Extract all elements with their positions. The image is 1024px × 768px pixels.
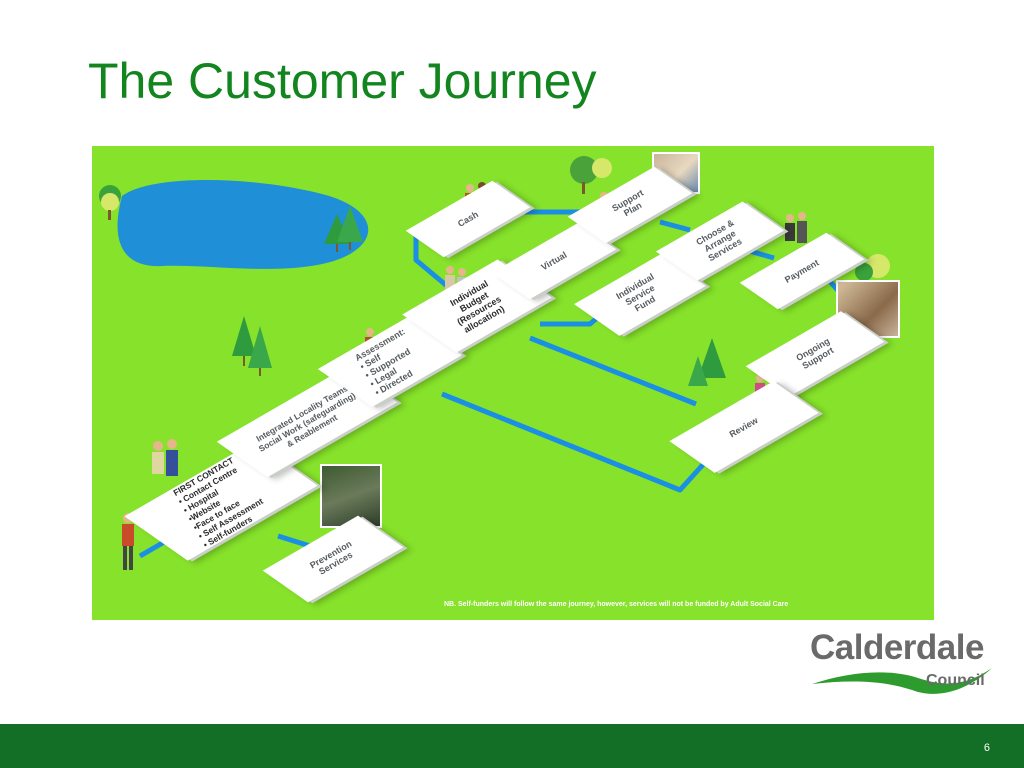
- step-prevention-services-label: Prevention Services: [307, 538, 355, 577]
- step-payment-label: Payment: [783, 257, 821, 285]
- lake: [117, 180, 369, 269]
- tree-group-lake-right: [324, 206, 363, 252]
- arrow-review-to-budget: [529, 335, 697, 407]
- step-support-plan-label: Support Plan: [610, 187, 645, 219]
- step-individual-budget-label: Individual Budget (Resources allocation): [448, 278, 507, 335]
- tree-group-right: [688, 254, 890, 386]
- arrow-support-plan-to-choose: [659, 219, 691, 233]
- footer-bar: 6: [0, 724, 1024, 768]
- step-individual-service-fund-label: Individual Service Fund: [614, 271, 658, 314]
- step-virtual-label: Virtual: [539, 249, 569, 273]
- person-figure-payment: [785, 212, 807, 243]
- step-review-label: Review: [728, 414, 760, 440]
- slide-title: The Customer Journey: [88, 53, 597, 109]
- self-funders-note: NB. Self-funders will follow the same jo…: [444, 601, 789, 608]
- tree-group-mid-left: [232, 316, 272, 376]
- logo-swoosh: [812, 668, 992, 694]
- tree-group-top: [570, 156, 612, 194]
- customer-journey-diagram: FIRST CONTACT • Contact Centre • Hospita…: [92, 146, 934, 620]
- tree-group-lake-left: [99, 185, 121, 220]
- page-number: 6: [983, 742, 990, 754]
- person-figure-elderly-couple: [152, 439, 178, 476]
- arrow-first-contact-to-prevention: [277, 533, 311, 549]
- logo-main-text: Calderdale: [810, 628, 984, 667]
- calderdale-logo: Calderdale Council: [808, 628, 998, 708]
- photo-prevention: [320, 464, 382, 528]
- step-ongoing-support-label: Ongoing Support: [793, 336, 835, 372]
- arrow-choose-to-payment: [745, 247, 775, 261]
- logo-sub-text: Council: [926, 672, 985, 689]
- step-cash-label: Cash: [455, 209, 481, 229]
- arrow-budget-to-cash: [413, 236, 449, 288]
